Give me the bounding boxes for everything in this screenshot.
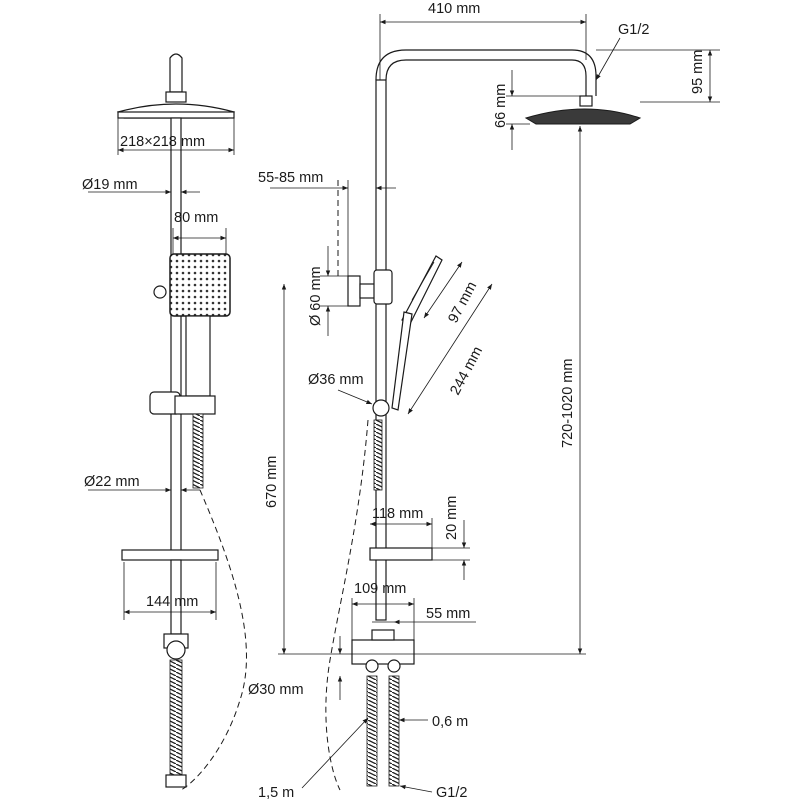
thread-top-label: G1/2 (618, 22, 649, 38)
rail-range-label: 720-1020 mm (560, 359, 576, 448)
head-drop-label: 95 mm (690, 50, 706, 94)
side-view (325, 49, 642, 791)
mixer-width-label: 109 mm (354, 581, 406, 597)
front-view (116, 53, 247, 791)
bracket-diameter-label: Ø 60 mm (308, 266, 324, 326)
hand-total-length-label: 244 mm (447, 344, 486, 398)
pipe-diameter-label: Ø19 mm (82, 177, 138, 193)
hose-long-label: 1,5 m (258, 785, 294, 800)
inlet-diameter-label: Ø30 mm (248, 682, 304, 698)
mixer-height-label: 670 mm (264, 456, 280, 508)
head-height-label: 66 mm (493, 84, 509, 128)
shelf-width-label: 144 mm (146, 594, 198, 610)
side-dimensions: 410 mm G1/2 95 mm 66 mm 55-85 mm Ø 60 mm… (248, 1, 720, 800)
shelf-depth-label: 118 mm (372, 506, 423, 522)
inlet-spacing-label: 55 mm (426, 606, 470, 622)
slider-diameter-label: Ø36 mm (308, 372, 364, 388)
front-dimensions: 218×218 mm Ø19 mm 80 mm Ø22 mm 144 mm (82, 118, 235, 620)
shelf-thickness-label: 20 mm (444, 496, 460, 540)
rail-diameter-label: Ø22 mm (84, 474, 140, 490)
handshower-width-label: 80 mm (174, 210, 218, 226)
arm-length-label: 410 mm (428, 1, 480, 17)
hose-short-label: 0,6 m (432, 714, 468, 730)
hand-head-length-label: 97 mm (445, 279, 480, 326)
head-size-label: 218×218 mm (120, 134, 205, 150)
thread-bottom-label: G1/2 (436, 785, 467, 800)
wall-offset-label: 55-85 mm (258, 170, 323, 186)
